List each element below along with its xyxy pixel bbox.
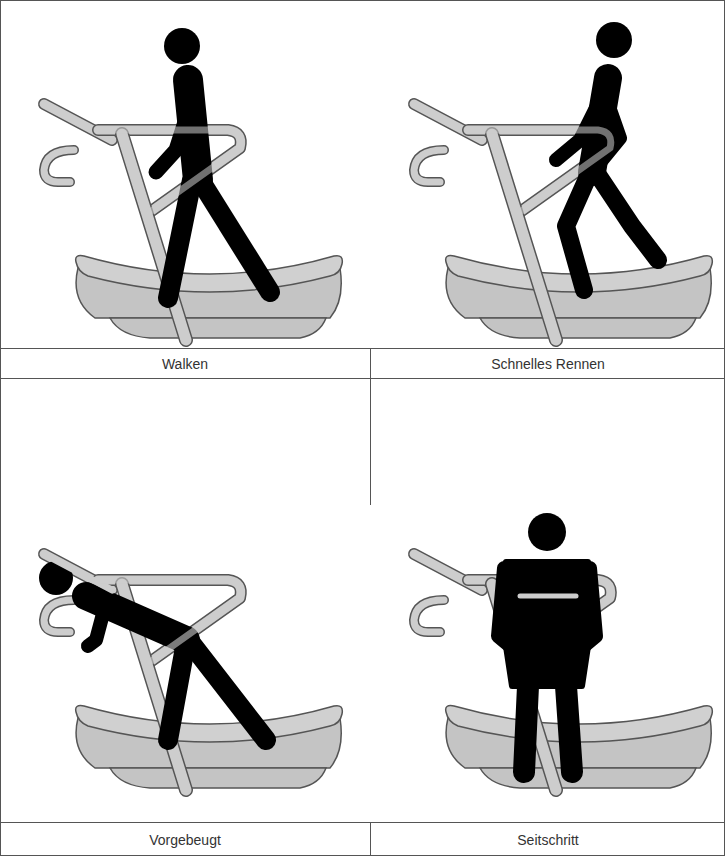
caption-cell: Vorgebeugt [0,823,370,856]
walking-figure [44,28,342,340]
caption-text: Vorgebeugt [149,832,221,848]
caption-text: Schnelles Rennen [491,356,605,372]
caption-cell: Walken [0,349,370,378]
caption-cell: Schnelles Rennen [371,349,725,378]
side-step-figure [414,513,712,790]
caption-cell: Seitschritt [371,823,725,856]
running-figure [414,22,712,340]
bent-forward-figure [39,554,342,790]
caption-text: Seitschritt [517,832,578,848]
caption-text: Walken [162,356,208,372]
